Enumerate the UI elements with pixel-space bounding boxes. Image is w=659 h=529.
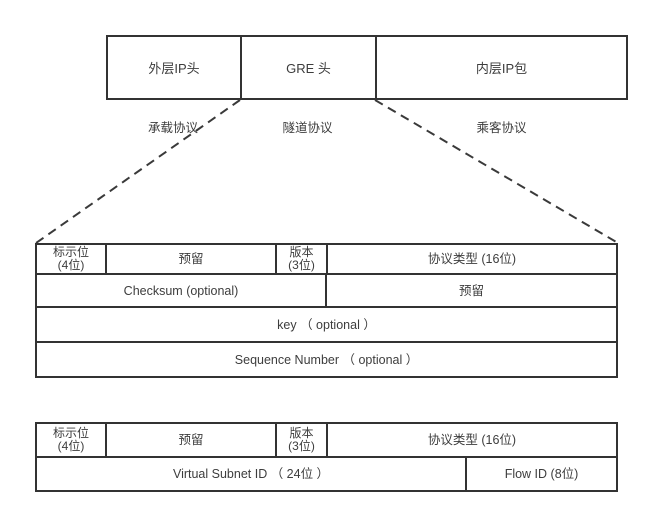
nvgre-flag-bits-line2: (4位): [57, 439, 85, 453]
gre-checksum-reserved-label: 预留: [458, 283, 484, 298]
nvgre-version-cell: 版本 (3位): [277, 424, 328, 456]
inner-ip-packet-label: 内层IP包: [475, 61, 528, 76]
nvgre-flow-id-cell: Flow ID (8位): [467, 458, 616, 490]
gre-flag-bits-cell: 标示位 (4位): [37, 245, 107, 273]
nvgre-flow-id-label: Flow ID (8位): [504, 467, 579, 481]
gre-version-cell: 版本 (3位): [277, 245, 328, 273]
gre-reserved-cell: 预留: [107, 245, 277, 273]
gre-header-box: GRE 头: [242, 37, 377, 98]
gre-key-label: key （ optional ）: [277, 317, 376, 332]
gre-header-row-1: 标示位 (4位) 预留 版本 (3位) 协议类型 (16位): [37, 245, 616, 275]
gre-checksum-cell: Checksum (optional): [37, 275, 327, 306]
nvgre-header-row-1: 标示位 (4位) 预留 版本 (3位) 协议类型 (16位): [37, 424, 616, 458]
gre-sequence-number-cell: Sequence Number （ optional ）: [37, 343, 616, 376]
gre-protocol-type-label: 协议类型 (16位): [427, 252, 517, 266]
gre-header-label: GRE 头: [286, 61, 331, 76]
gre-version-line2: (3位): [288, 258, 315, 272]
gre-reserved-label: 预留: [178, 252, 204, 266]
nvgre-header-table: 标示位 (4位) 预留 版本 (3位) 协议类型 (16位) Virtual S…: [35, 422, 618, 492]
gre-version-line1: 版本: [289, 244, 314, 259]
gre-header-row-3: key （ optional ）: [37, 308, 616, 343]
gre-checksum-reserved-cell: 预留: [327, 275, 616, 306]
nvgre-virtual-subnet-id-cell: Virtual Subnet ID （ 24位 ）: [37, 458, 467, 490]
gre-header-row-2: Checksum (optional) 预留: [37, 275, 616, 308]
nvgre-reserved-label: 预留: [178, 433, 204, 447]
nvgre-flag-bits-cell: 标示位 (4位): [37, 424, 107, 456]
gre-header-table: 标示位 (4位) 预留 版本 (3位) 协议类型 (16位) Checksum …: [35, 243, 618, 378]
tunnel-protocol-label: 隧道协议: [282, 121, 333, 135]
nvgre-protocol-type-cell: 协议类型 (16位): [328, 424, 616, 456]
nvgre-virtual-subnet-id-label: Virtual Subnet ID （ 24位 ）: [172, 467, 330, 481]
gre-key-cell: key （ optional ）: [37, 308, 616, 341]
encapsulation-row: 外层IP头 GRE 头 内层IP包: [106, 35, 628, 100]
gre-sequence-number-label: Sequence Number （ optional ）: [234, 352, 419, 367]
outer-ip-header-label: 外层IP头: [148, 61, 200, 76]
nvgre-protocol-type-label: 协议类型 (16位): [427, 433, 517, 447]
gre-flag-bits-line2: (4位): [57, 258, 85, 272]
inner-ip-packet-box: 内层IP包: [377, 37, 626, 98]
nvgre-version-line2: (3位): [288, 439, 315, 453]
bearer-protocol-label: 承载协议: [147, 121, 198, 135]
outer-ip-header-box: 外层IP头: [108, 37, 242, 98]
gre-flag-bits-line1: 标示位: [52, 244, 89, 259]
passenger-protocol-label: 乘客协议: [476, 121, 527, 135]
nvgre-header-row-2: Virtual Subnet ID （ 24位 ） Flow ID (8位): [37, 458, 616, 490]
nvgre-flag-bits-line1: 标示位: [52, 425, 89, 440]
nvgre-reserved-cell: 预留: [107, 424, 277, 456]
gre-header-row-4: Sequence Number （ optional ）: [37, 343, 616, 376]
nvgre-version-line1: 版本: [289, 425, 314, 440]
gre-checksum-label: Checksum (optional): [123, 283, 239, 298]
gre-protocol-type-cell: 协议类型 (16位): [328, 245, 616, 273]
